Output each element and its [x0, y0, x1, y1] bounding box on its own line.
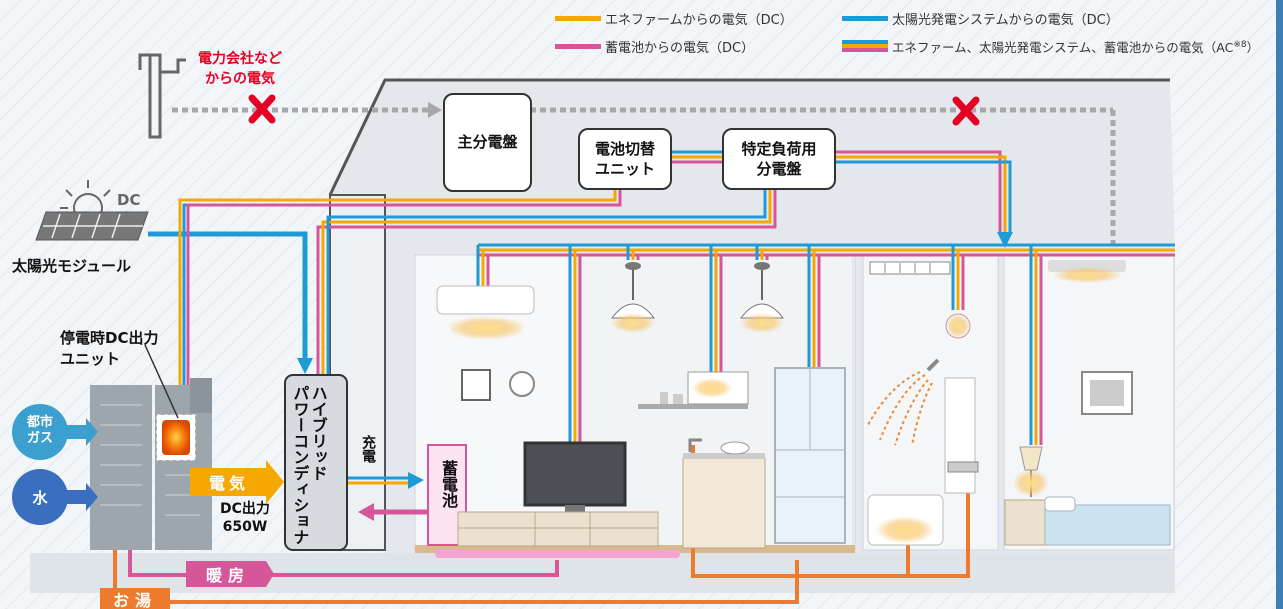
- clock-icon: [509, 371, 535, 397]
- load-panel-box: 特定負荷用 分電盤: [722, 128, 836, 190]
- electricity-label: 電気: [208, 474, 249, 493]
- solar-dc-label: DC: [117, 191, 141, 209]
- cross-icon: [248, 94, 276, 124]
- roof-line: [328, 78, 1170, 196]
- ene-farm-unit: [90, 378, 212, 550]
- legend-swatch-ene: [555, 16, 601, 21]
- picture-frame-icon: [461, 369, 491, 401]
- battery-label: 蓄電池: [439, 460, 458, 508]
- hot-water-label: お湯: [112, 591, 157, 609]
- edge-stripe: [1276, 0, 1283, 609]
- electricity-arrow: [190, 460, 284, 504]
- discharge-arrow: [358, 503, 428, 521]
- ac-cables: [178, 150, 1175, 450]
- legend-swatch-ac: [842, 40, 888, 52]
- gas-label: 都市 ガス: [26, 415, 53, 447]
- dc-output-unit-label: 停電時DC出力 ユニット: [60, 329, 159, 368]
- charge-arrow: [348, 472, 424, 489]
- ceiling-light-icon: [1048, 260, 1126, 283]
- kitchen-counter-icon: [682, 438, 766, 549]
- main-panel-box: 主分電盤: [443, 93, 532, 192]
- water-label: 水: [32, 489, 48, 507]
- cross-icon: [952, 96, 980, 126]
- shower-icon: [867, 358, 979, 546]
- legend-swatch-battery: [555, 44, 601, 49]
- legend-swatch-solar: [842, 16, 888, 21]
- air-conditioner-icon: [436, 285, 535, 340]
- water-input: [12, 469, 98, 525]
- arrow-icon: [997, 232, 1013, 248]
- solar-dc-line: [148, 231, 308, 360]
- shelf-icon: [638, 392, 748, 409]
- pendant-lamp-icon: [739, 262, 785, 333]
- utility-pole: [138, 53, 186, 139]
- dc-output-label: DC出力 650W: [220, 501, 270, 536]
- battery-box: [427, 444, 467, 546]
- heating-label: 暖房: [205, 566, 250, 585]
- switch-unit-box: 電池切替 ユニット: [578, 128, 672, 190]
- solar-module-label: 太陽光モジュール: [12, 257, 131, 275]
- gas-input: [12, 404, 98, 460]
- hot-water-tag-shape: [100, 588, 170, 609]
- bedside-lamp-icon: [1013, 446, 1049, 497]
- floor-heater: [435, 550, 680, 558]
- legend-battery: 蓄電池からの電気（DC）: [605, 41, 755, 56]
- legend-ene: エネファームからの電気（DC）: [605, 13, 793, 28]
- bath-fan-icon: [869, 261, 951, 275]
- charge-label: 充電: [360, 435, 376, 463]
- inverter-box: [284, 374, 348, 551]
- bath-light-icon: [945, 313, 971, 339]
- solar-panel-icon: [35, 180, 149, 241]
- heating-line: [128, 550, 559, 577]
- grid-power-label: 電力会社など からの電気: [198, 51, 282, 88]
- callout-line: [144, 344, 179, 419]
- heating-tag-shape: [186, 561, 274, 587]
- floor-living: [415, 545, 855, 553]
- picture-icon: [1090, 380, 1124, 406]
- legend-ac: エネファーム、太陽光発電システム、蓄電池からの電気（AC※8）: [892, 39, 1260, 55]
- inverter-label: ハイブリッド パワーコンディショナ: [290, 385, 328, 545]
- pendant-lamp-icon: [610, 262, 656, 333]
- arrow-icon: [297, 358, 313, 374]
- legend-solar: 太陽光発電システムからの電気（DC）: [892, 13, 1119, 28]
- grid-power-line: [172, 102, 1116, 250]
- tv-icon: [457, 441, 659, 547]
- microwave-icon: [687, 371, 749, 405]
- bed-icon: [1004, 496, 1171, 546]
- refrigerator-icon: [774, 367, 846, 544]
